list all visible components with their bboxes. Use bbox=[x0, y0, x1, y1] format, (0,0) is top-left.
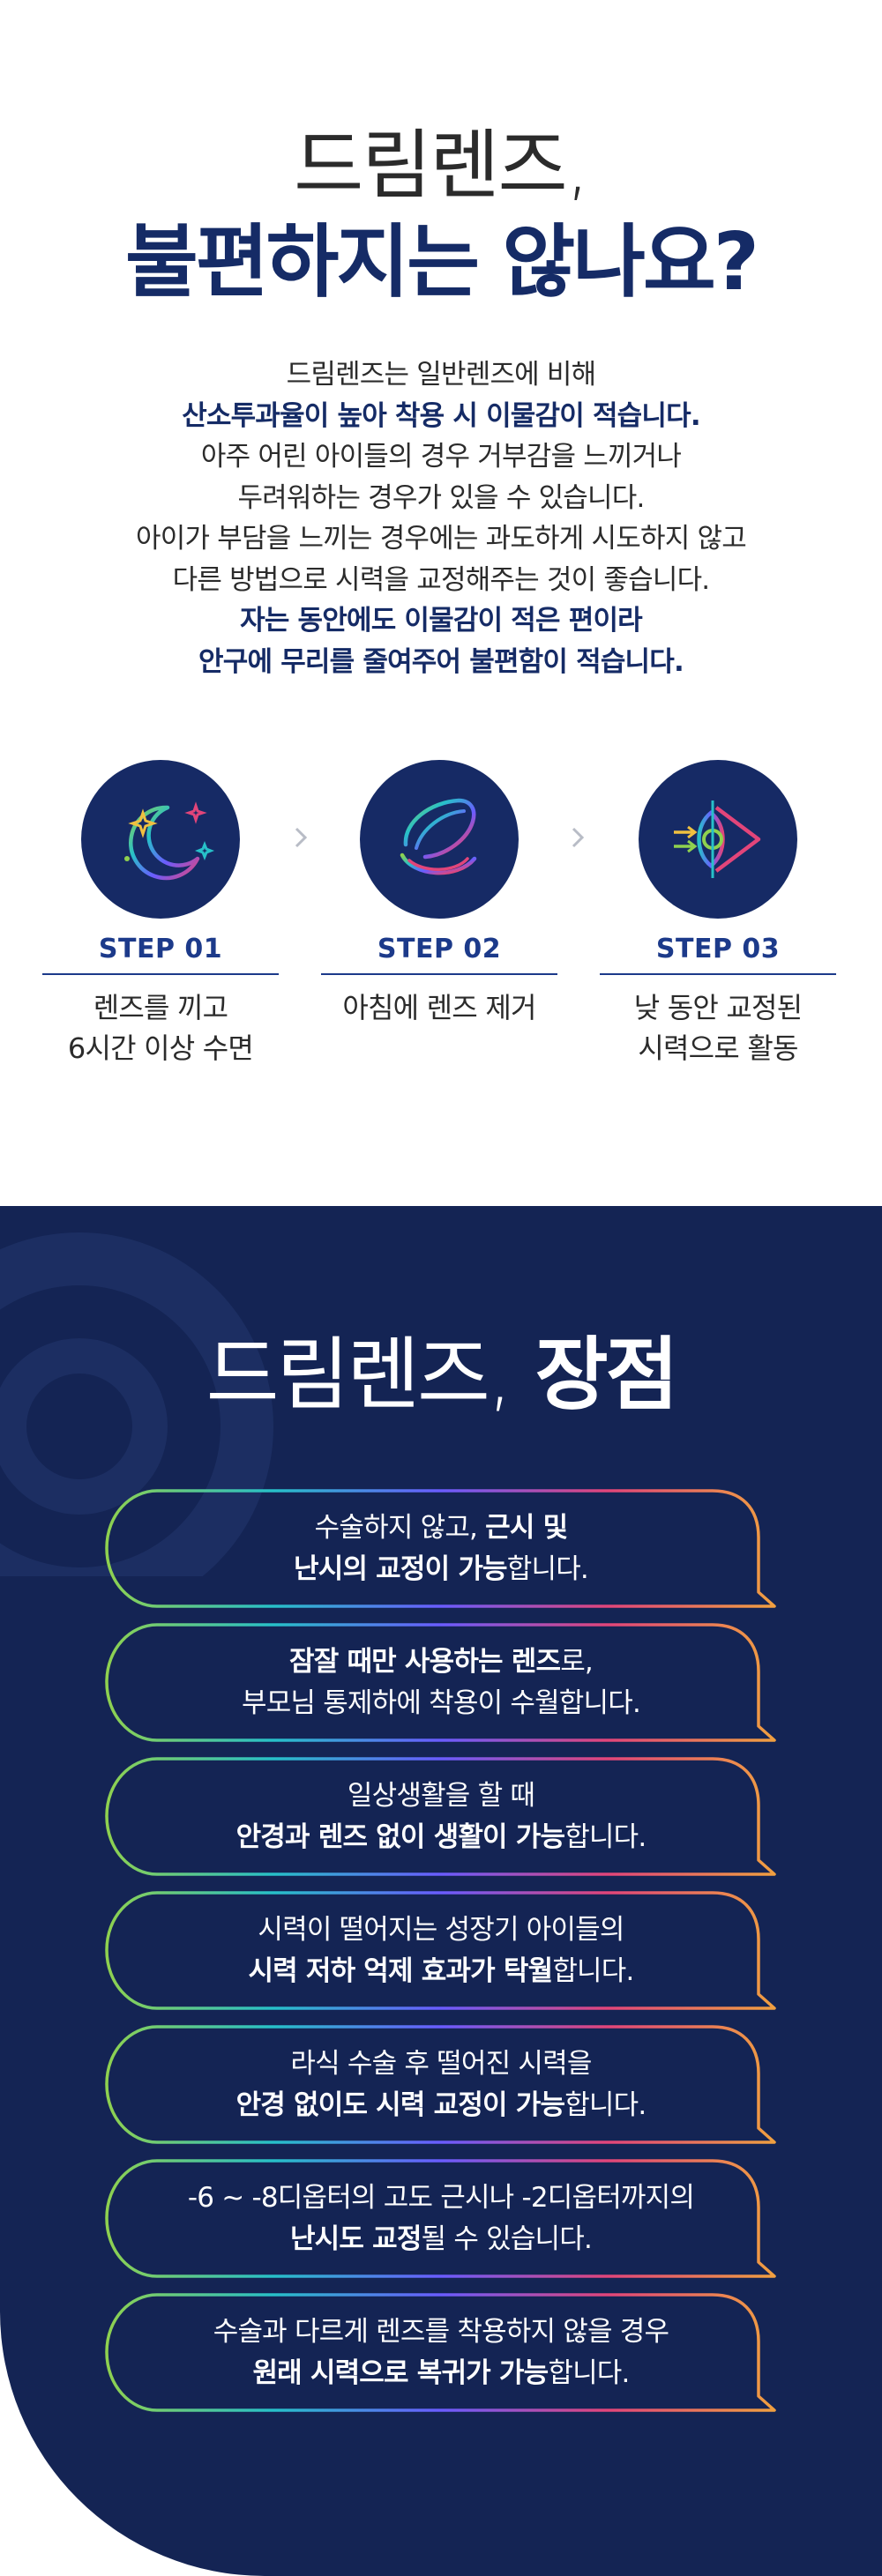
advantage-text: 잠잘 때만 사용하는 렌즈로, 부모님 통제하에 착용이 수월합니다. bbox=[104, 1642, 778, 1724]
eye-icon bbox=[639, 760, 797, 919]
advantage-text-line: 안경과 렌즈 없이 생활이 가능합니다. bbox=[235, 1821, 647, 1853]
advantage-text-line: 안경 없이도 시력 교정이 가능합니다. bbox=[235, 2089, 647, 2121]
step-label: STEP 02 bbox=[377, 934, 502, 964]
step-2: STEP 02 아침에 렌즈 제거 bbox=[321, 760, 557, 1028]
section-title-bold: 불편하지는 않나요? bbox=[125, 216, 759, 309]
advantages-title-bold: 장점 bbox=[534, 1329, 679, 1421]
paragraph-line: 자는 동안에도 이물감이 적은 편이라 bbox=[240, 605, 643, 637]
moon-stars-icon bbox=[81, 760, 240, 919]
lens-icon bbox=[360, 760, 519, 919]
step-description-line: 시력으로 활동 bbox=[638, 1031, 798, 1065]
advantage-text-line: 잠잘 때만 사용하는 렌즈로, bbox=[289, 1646, 594, 1678]
advantage-text-line: 원래 시력으로 복귀가 가능합니다. bbox=[252, 2357, 630, 2389]
advantages-title: 드림렌즈, 장점 bbox=[0, 1329, 882, 1421]
advantage-text-line: 라식 수술 후 떨어진 시력을 bbox=[290, 2048, 592, 2080]
advantage-bubble: 잠잘 때만 사용하는 렌즈로, 부모님 통제하에 착용이 수월합니다. bbox=[104, 1622, 778, 1746]
advantage-text-line: 부모님 통제하에 착용이 수월합니다. bbox=[241, 1687, 641, 1719]
step-description-line: 6시간 이상 수면 bbox=[67, 1031, 254, 1065]
decorative-circle-logo bbox=[0, 1232, 273, 1576]
advantage-text-line: 수술하지 않고, 근시 및 bbox=[314, 1512, 568, 1544]
step-description-line: 렌즈를 끼고 bbox=[93, 991, 228, 1024]
paragraph-line: 아이가 부담을 느끼는 경우에는 과도하게 시도하지 않고 bbox=[136, 523, 747, 555]
paragraph-line: 안구에 무리를 줄여주어 불편함이 적습니다. bbox=[198, 645, 684, 678]
advantage-text-line: 난시의 교정이 가능합니다. bbox=[294, 1553, 589, 1585]
step-label: STEP 03 bbox=[655, 934, 781, 964]
section-title-light: 드림렌즈, bbox=[294, 122, 590, 210]
advantage-text-line: 일상생활을 할 때 bbox=[347, 1780, 535, 1812]
paragraph-line: 다른 방법으로 시력을 교정해주는 것이 좋습니다. bbox=[172, 563, 711, 596]
advantage-text-line: 시력 저하 억제 효과가 탁월합니다. bbox=[248, 1955, 634, 1987]
paragraph-line: 아주 어린 아이들의 경우 거부감을 느끼거나 bbox=[200, 441, 682, 473]
advantages-title-light: 드림렌즈, bbox=[206, 1329, 513, 1421]
step-1: STEP 01 렌즈를 끼고 6시간 이상 수면 bbox=[42, 760, 279, 1068]
advantage-text-line: 시력이 떨어지는 성장기 아이들의 bbox=[258, 1914, 624, 1946]
step-label: STEP 01 bbox=[98, 934, 223, 964]
step-description: 렌즈를 끼고 6시간 이상 수면 bbox=[42, 987, 279, 1068]
paragraph-line: 드림렌즈는 일반렌즈에 비해 bbox=[286, 359, 597, 391]
advantage-text-line: -6 ~ -8디옵터의 고도 근시나 -2디옵터까지의 bbox=[187, 2182, 695, 2214]
step-description-line: 낮 동안 교정된 bbox=[633, 991, 803, 1024]
step-description: 낮 동안 교정된 시력으로 활동 bbox=[600, 987, 836, 1068]
divider bbox=[321, 973, 557, 975]
step-3: STEP 03 낮 동안 교정된 시력으로 활동 bbox=[600, 760, 836, 1068]
divider bbox=[600, 973, 836, 975]
advantage-text-line: 수술과 다르게 렌즈를 착용하지 않을 경우 bbox=[213, 2316, 669, 2348]
paragraph-line: 두려워하는 경우가 있을 수 있습니다. bbox=[237, 481, 645, 514]
step-description-line: 아침에 렌즈 제거 bbox=[342, 991, 536, 1024]
chevron-right-icon bbox=[572, 827, 585, 848]
divider bbox=[42, 973, 279, 975]
step-description: 아침에 렌즈 제거 bbox=[321, 987, 557, 1028]
paragraph-line: 산소투과율이 높아 착용 시 이물감이 적습니다. bbox=[182, 399, 700, 432]
advantage-text-line: 난시도 교정될 수 있습니다. bbox=[289, 2223, 593, 2255]
chevron-right-icon bbox=[295, 827, 308, 848]
